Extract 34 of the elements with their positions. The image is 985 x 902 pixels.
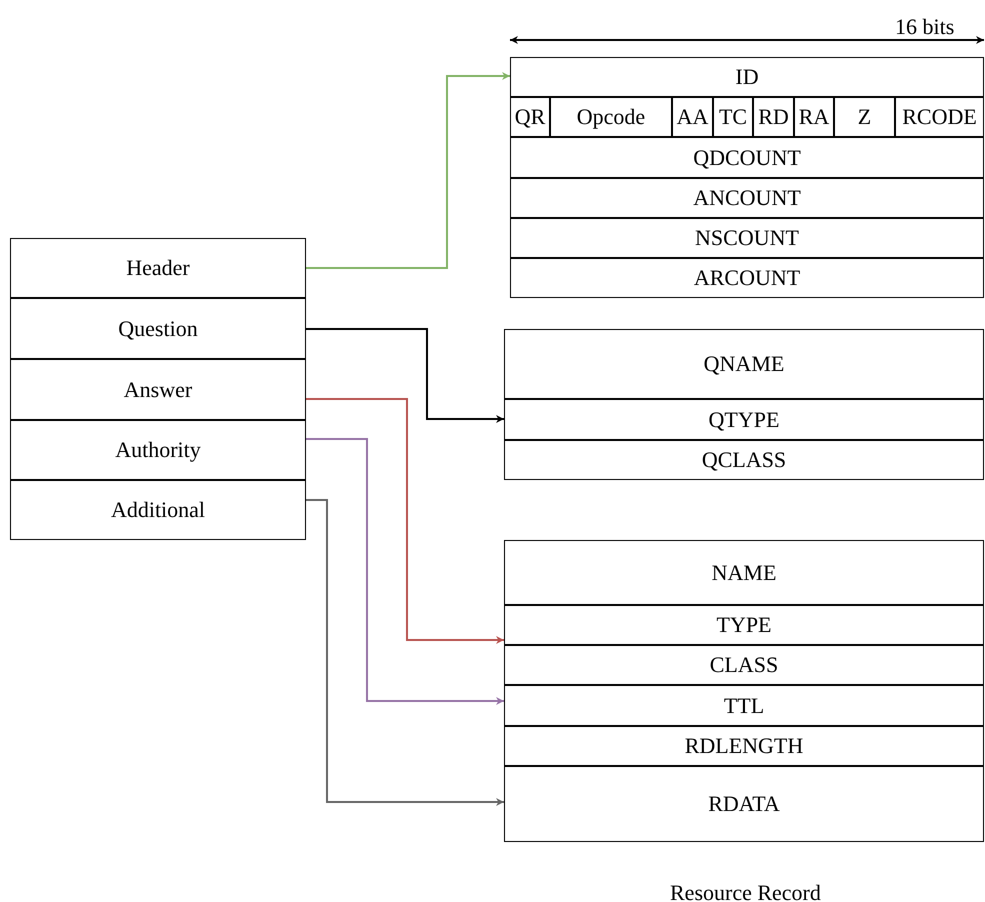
header-field-box: QDCOUNT [510,137,984,178]
flag-field-box: Z [834,97,895,137]
header-field-box: ID [510,57,984,97]
question-field-box: QNAME [504,329,984,399]
record-field-box: CLASS [504,645,984,685]
flag-field-box: AA [672,97,713,137]
flag-field-box: QR [510,97,550,137]
message-section-box: Question [10,298,306,359]
flag-field-box: Opcode [550,97,672,137]
dimension-label: 16 bits [895,14,954,40]
flag-field-box: TC [713,97,753,137]
message-section-box: Header [10,238,306,298]
record-field-box: RDATA [504,766,984,842]
arrow [306,398,504,644]
message-section-box: Additional [10,480,306,540]
flag-field-box: RD [753,97,794,137]
arrow [306,499,504,806]
arrow [306,438,504,705]
header-field-box: ARCOUNT [510,258,984,298]
caption-label: Resource Record [670,880,821,902]
flag-field-box: RCODE [895,97,984,137]
record-field-box: TTL [504,685,984,726]
header-field-box: ANCOUNT [510,178,984,218]
arrow [306,328,504,423]
question-field-box: QTYPE [504,399,984,440]
message-section-box: Authority [10,420,306,480]
record-field-box: TYPE [504,605,984,645]
message-section-box: Answer [10,359,306,420]
question-field-box: QCLASS [504,440,984,480]
arrow [306,72,510,269]
record-field-box: NAME [504,540,984,605]
flag-field-box: RA [794,97,834,137]
record-field-box: RDLENGTH [504,726,984,766]
header-field-box: NSCOUNT [510,218,984,258]
